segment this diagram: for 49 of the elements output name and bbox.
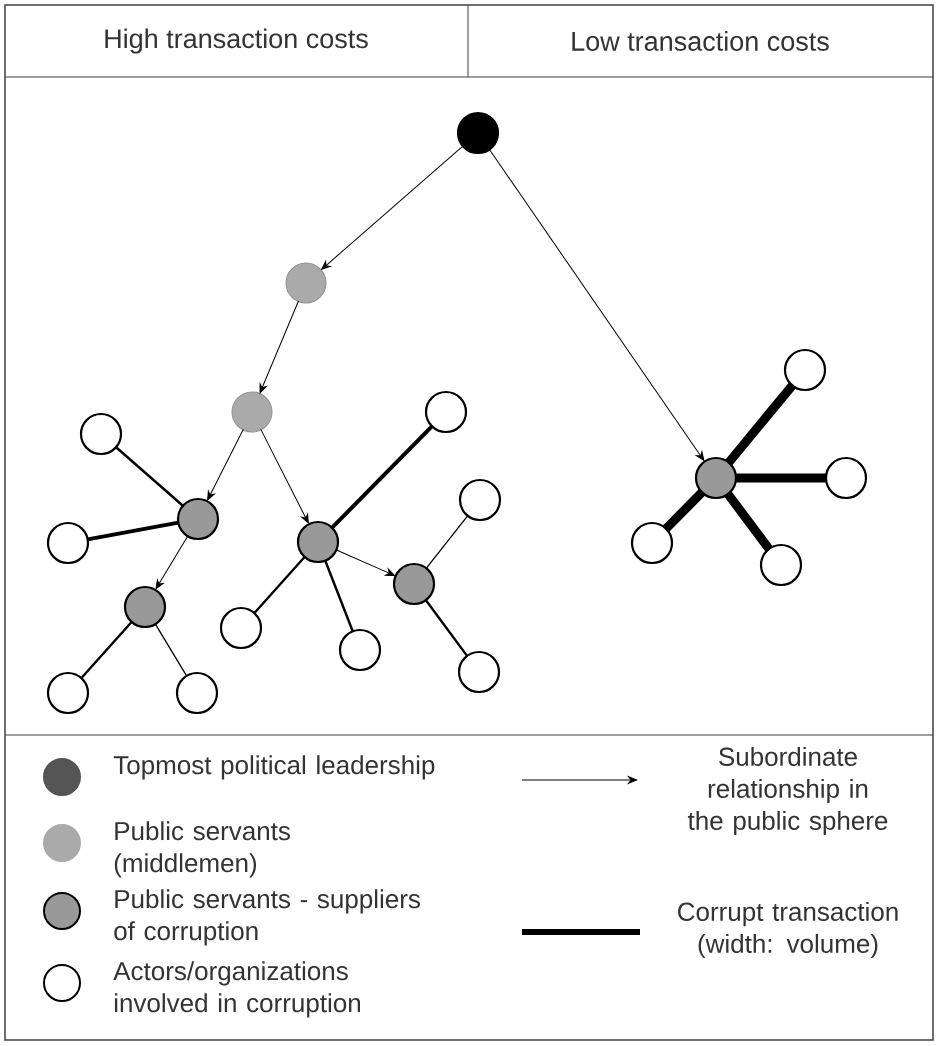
transaction-line	[324, 560, 354, 632]
transaction-line	[87, 520, 179, 542]
network-node	[46, 671, 90, 715]
transaction-line	[662, 489, 706, 532]
transaction-line	[154, 623, 188, 677]
network-node	[630, 521, 674, 565]
arrow	[260, 428, 309, 524]
transaction-line	[253, 556, 306, 614]
arrow	[207, 428, 244, 501]
transaction-line	[724, 491, 773, 552]
network-node	[219, 606, 263, 650]
network-node	[79, 412, 123, 456]
network-node	[456, 111, 500, 155]
arrow	[488, 149, 705, 461]
transaction-line	[736, 473, 826, 483]
transaction-line	[425, 515, 469, 569]
network-node	[175, 671, 219, 715]
network-node	[458, 478, 502, 522]
column-header: Low transaction costs	[572, 31, 829, 51]
arrow	[321, 145, 464, 270]
transaction-line	[330, 424, 434, 530]
transaction-line	[80, 621, 133, 679]
legend-text: Public servants - suppliers of corruption	[114, 889, 420, 946]
transaction-line	[725, 382, 796, 466]
network-node	[457, 650, 501, 694]
transaction-line	[424, 599, 469, 657]
network-node	[338, 628, 382, 672]
network-node	[296, 520, 340, 564]
legend-text: Topmost political leadership	[113, 755, 435, 780]
network-node	[694, 456, 738, 500]
arrow	[155, 535, 189, 590]
network-node	[759, 543, 803, 587]
transaction-line	[115, 446, 184, 507]
network-node	[285, 262, 327, 304]
arrow	[335, 549, 395, 576]
network-node	[231, 391, 273, 433]
legend-text: Public servants (middlemen)	[114, 821, 290, 878]
legend-text: Corrupt transaction (width: volume)	[678, 901, 898, 959]
legend-text: Actors/organizations involved in corruption	[113, 961, 360, 1018]
legend-text: Subordinate relationship in the public sphere	[687, 746, 888, 836]
arrow	[259, 300, 299, 394]
column-header: High transaction costs	[105, 28, 368, 54]
network-node	[392, 562, 436, 606]
network-node	[176, 497, 220, 541]
network-node	[824, 456, 868, 500]
network-node	[46, 521, 90, 565]
network-node	[123, 585, 167, 629]
network-node	[783, 348, 827, 392]
network-node	[424, 390, 468, 434]
